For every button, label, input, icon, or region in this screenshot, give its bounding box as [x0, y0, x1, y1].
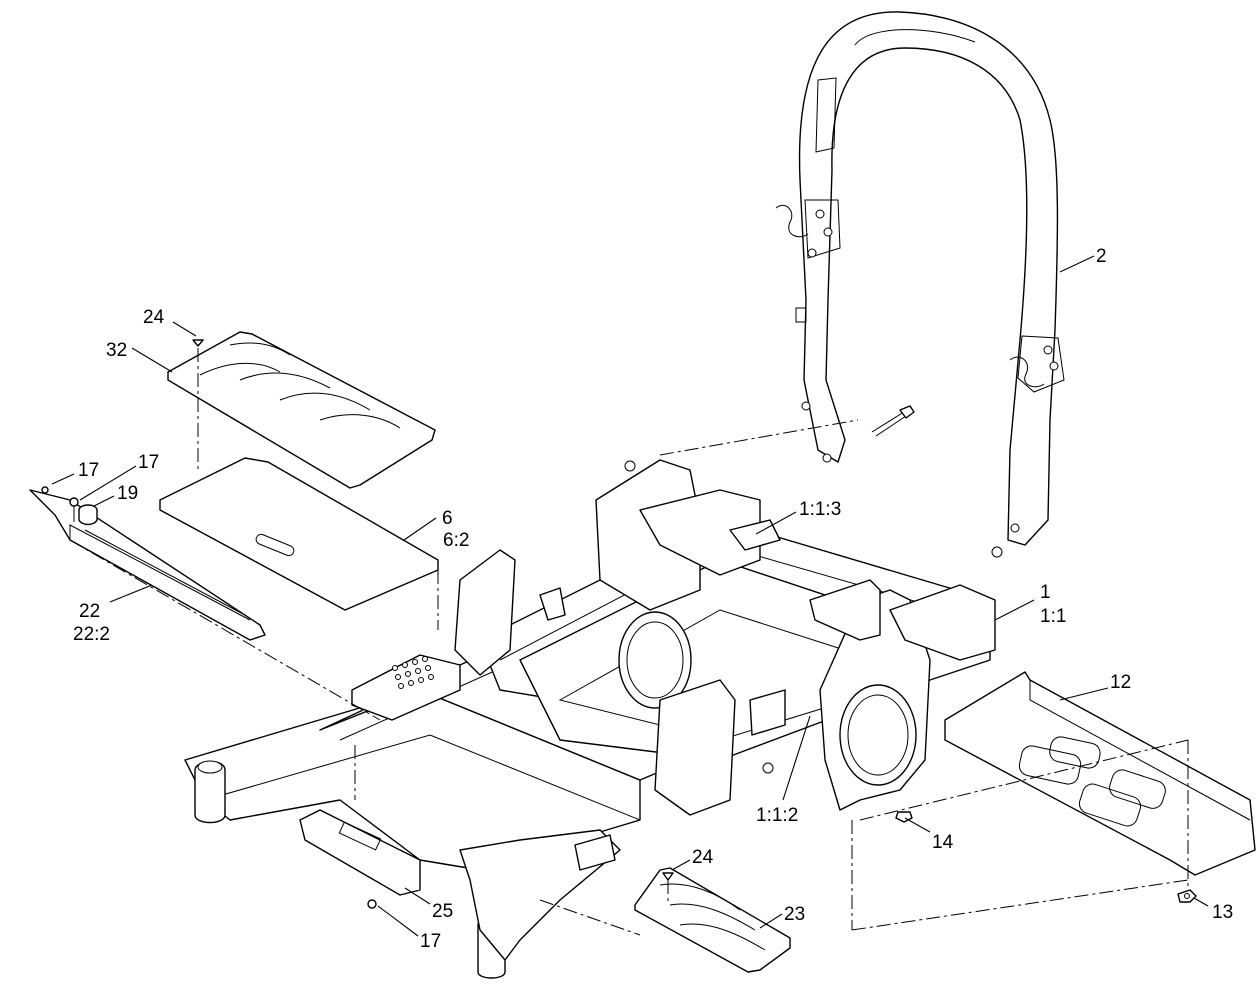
screw-24-top	[192, 339, 204, 347]
foot-step-bottom	[634, 867, 791, 973]
nut-13	[1177, 889, 1197, 903]
callout-24-top: 24	[143, 307, 165, 328]
main-frame	[184, 459, 996, 979]
callout-17-mid: 17	[138, 452, 159, 473]
roll-bar	[775, 11, 1065, 558]
callout-22: 22	[79, 601, 100, 622]
callout-13: 13	[1212, 902, 1233, 923]
side-rail-panel	[29, 489, 266, 641]
screw-17-b	[41, 486, 49, 494]
rollbar-bolt	[871, 405, 915, 437]
screw-17-a	[69, 497, 79, 522]
callout-1-1-2: 1:1:2	[756, 805, 798, 826]
callout-17-bottom: 17	[420, 931, 441, 952]
rear-shield-panel	[944, 671, 1256, 876]
screw-17-c	[367, 899, 377, 909]
callout-25: 25	[432, 901, 453, 922]
callout-1-1-3: 1:1:3	[799, 499, 841, 520]
callout-24-bottom: 24	[692, 847, 714, 868]
callout-12: 12	[1110, 672, 1131, 693]
callout-6: 6	[442, 508, 453, 529]
assembly-lines	[69, 348, 1189, 936]
seat-plate	[159, 457, 439, 611]
leader-lines	[51, 255, 1209, 937]
step-plate-holes	[392, 656, 434, 689]
callout-17-left: 17	[78, 460, 99, 481]
callout-2: 2	[1096, 246, 1107, 267]
callout-1: 1	[1040, 582, 1051, 603]
callout-6-2: 6:2	[443, 530, 469, 551]
callout-labels: 2 24 32 17 17 19 6 6:2 22 22:2 1:1:3 1 1…	[73, 246, 1233, 952]
callout-19: 19	[117, 483, 138, 504]
callout-32: 32	[106, 340, 127, 361]
screw-24-bottom	[662, 872, 674, 881]
callout-23: 23	[784, 904, 805, 925]
callout-22-2: 22:2	[73, 624, 110, 645]
knob-19	[78, 504, 98, 526]
callout-1-1: 1:1	[1040, 606, 1066, 627]
foot-plate-top	[167, 331, 436, 489]
callout-14: 14	[932, 832, 954, 853]
